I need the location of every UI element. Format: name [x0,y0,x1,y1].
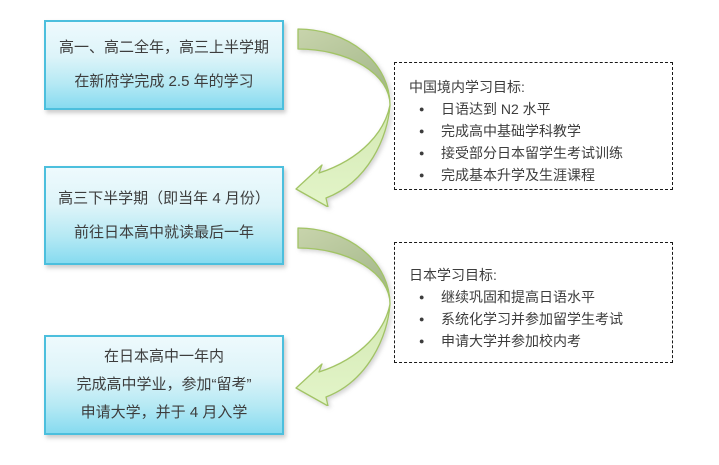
goal-japan-title: 日本学习目标: [409,267,497,283]
list-item: ● 申请大学并参加校内考 [409,330,664,352]
goal-china-item-2: 完成高中基础学科教学 [441,123,581,139]
step-3-line-2: 完成高中学业，参加“留考” [76,376,252,393]
bullet-icon: ● [419,104,425,114]
goal-china-title: 中国境内学习目标: [409,79,525,95]
step-box-1: 高一、高二全年，高三上半学期 在新府学完成 2.5 年的学习 [44,20,284,110]
curved-arrow-icon-2 [292,226,392,406]
goal-box-china: 中国境内学习目标: ● 日语达到 N2 水平 ● 完成高中基础学科教学 ● 接受… [394,62,673,190]
bullet-icon: ● [419,314,425,324]
bullet-icon: ● [419,148,425,158]
bullet-icon: ● [419,292,425,302]
goal-box-japan: 日本学习目标: ● 继续巩固和提高日语水平 ● 系统化学习并参加留学生考试 ● … [394,242,673,363]
bullet-icon: ● [419,336,425,346]
list-item: ● 接受部分日本留学生考试训练 [409,142,664,164]
step-1-line-2: 在新府学完成 2.5 年的学习 [74,73,254,90]
goal-china-item-1: 日语达到 N2 水平 [441,101,551,117]
step-2-line-2: 前往日本高中就读最后一年 [73,223,254,241]
list-item: ● 日语达到 N2 水平 [409,98,664,120]
goal-china-item-4: 完成基本升学及生涯课程 [441,167,595,183]
bullet-icon: ● [419,170,425,180]
goal-china-item-3: 接受部分日本留学生考试训练 [441,145,623,161]
list-item: ● 完成基本升学及生涯课程 [409,164,664,186]
list-item: ● 完成高中基础学科教学 [409,120,664,142]
list-item: ● 系统化学习并参加留学生考试 [409,308,664,330]
step-box-2: 高三下半学期（即当年 4 月份） 前往日本高中就读最后一年 [44,166,284,265]
goal-japan-item-2: 系统化学习并参加留学生考试 [441,311,623,327]
list-item: ● 继续巩固和提高日语水平 [409,286,664,308]
step-box-3: 在日本高中一年内 完成高中学业，参加“留考” 申请大学，并于 4 月入学 [44,335,284,435]
goal-japan-item-3: 申请大学并参加校内考 [441,333,581,349]
step-1-line-1: 高一、高二全年，高三上半学期 [58,39,269,56]
step-3-line-3: 申请大学，并于 4 月入学 [80,404,248,421]
goal-japan-item-1: 继续巩固和提高日语水平 [441,289,595,305]
step-2-line-1: 高三下半学期（即当年 4 月份） [58,189,270,207]
bullet-icon: ● [419,126,425,136]
step-3-line-1: 在日本高中一年内 [103,348,224,365]
curved-arrow-icon-1 [292,27,392,207]
